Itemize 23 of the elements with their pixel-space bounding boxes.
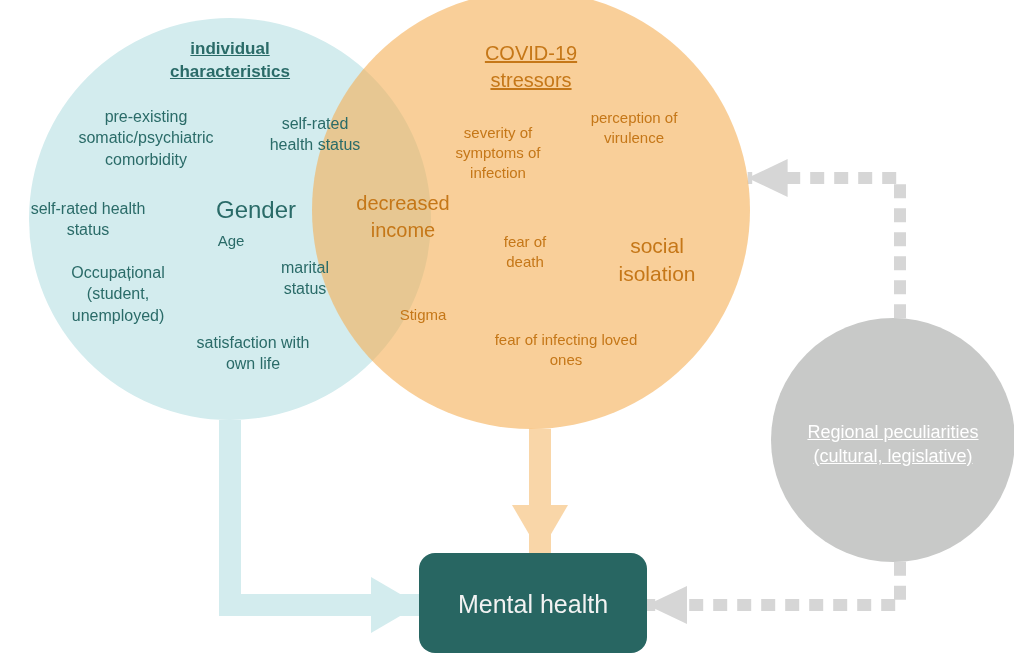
factor-text: marital status <box>280 257 330 300</box>
stressor-text: fear of infecting loved ones <box>493 329 639 370</box>
outcome-box <box>419 553 647 653</box>
arrow <box>647 561 906 624</box>
arrow <box>219 420 419 633</box>
factor-text: Gender <box>214 195 298 225</box>
stressor-text: Stigma <box>398 305 448 325</box>
stressor-text: severity of symptoms of infection <box>454 122 542 183</box>
arrow <box>512 428 568 553</box>
factor-text: pre-existing somatic/psychiatric comorbidity <box>77 106 215 170</box>
factor-text: Age <box>216 231 246 251</box>
factor-text: self-rated health status <box>268 113 362 156</box>
arrow <box>747 159 906 319</box>
box-title: Mental health <box>456 589 610 620</box>
factor-text: self-rated health status <box>29 198 147 241</box>
stressor-text: fear of death <box>502 231 548 272</box>
stressor-text: perception of virulence <box>589 107 679 148</box>
factor-text: Occupațional (student, unemployed) <box>70 262 166 326</box>
factor-text: satisfaction with own life <box>195 332 311 375</box>
circle-heading: individual characteristics <box>169 38 291 83</box>
circle-heading: COVID-19 stressors <box>483 41 579 93</box>
stressor-text: decreased income <box>355 191 451 243</box>
stressor-text: social isolation <box>617 232 697 287</box>
